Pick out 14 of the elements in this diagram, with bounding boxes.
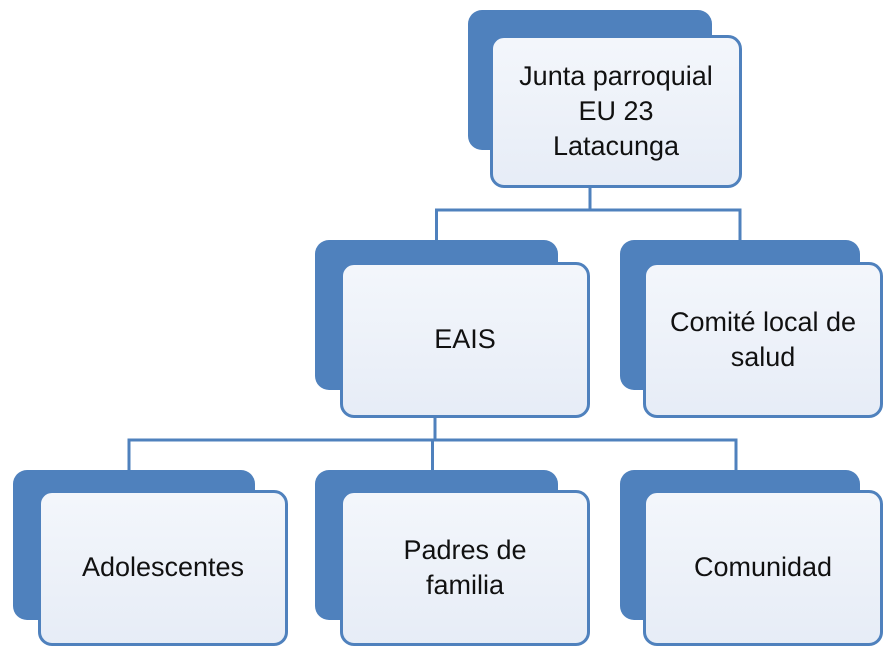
connector-line bbox=[588, 188, 742, 240]
org-box bbox=[468, 10, 742, 188]
org-box bbox=[315, 470, 590, 646]
connector-line bbox=[434, 418, 738, 470]
box-label: Comité local de salud bbox=[668, 306, 858, 374]
org-box bbox=[13, 470, 288, 646]
box-label: Adolescentes bbox=[82, 551, 244, 584]
box-label: Padres de familia bbox=[402, 534, 528, 602]
box-label: Comunidad bbox=[694, 551, 832, 584]
org-box bbox=[620, 470, 883, 646]
org-box bbox=[620, 240, 883, 418]
box-label: EAIS bbox=[434, 323, 496, 356]
org-box bbox=[315, 240, 590, 418]
box-label: Junta parroquial EU 23 Latacunga bbox=[518, 60, 714, 164]
